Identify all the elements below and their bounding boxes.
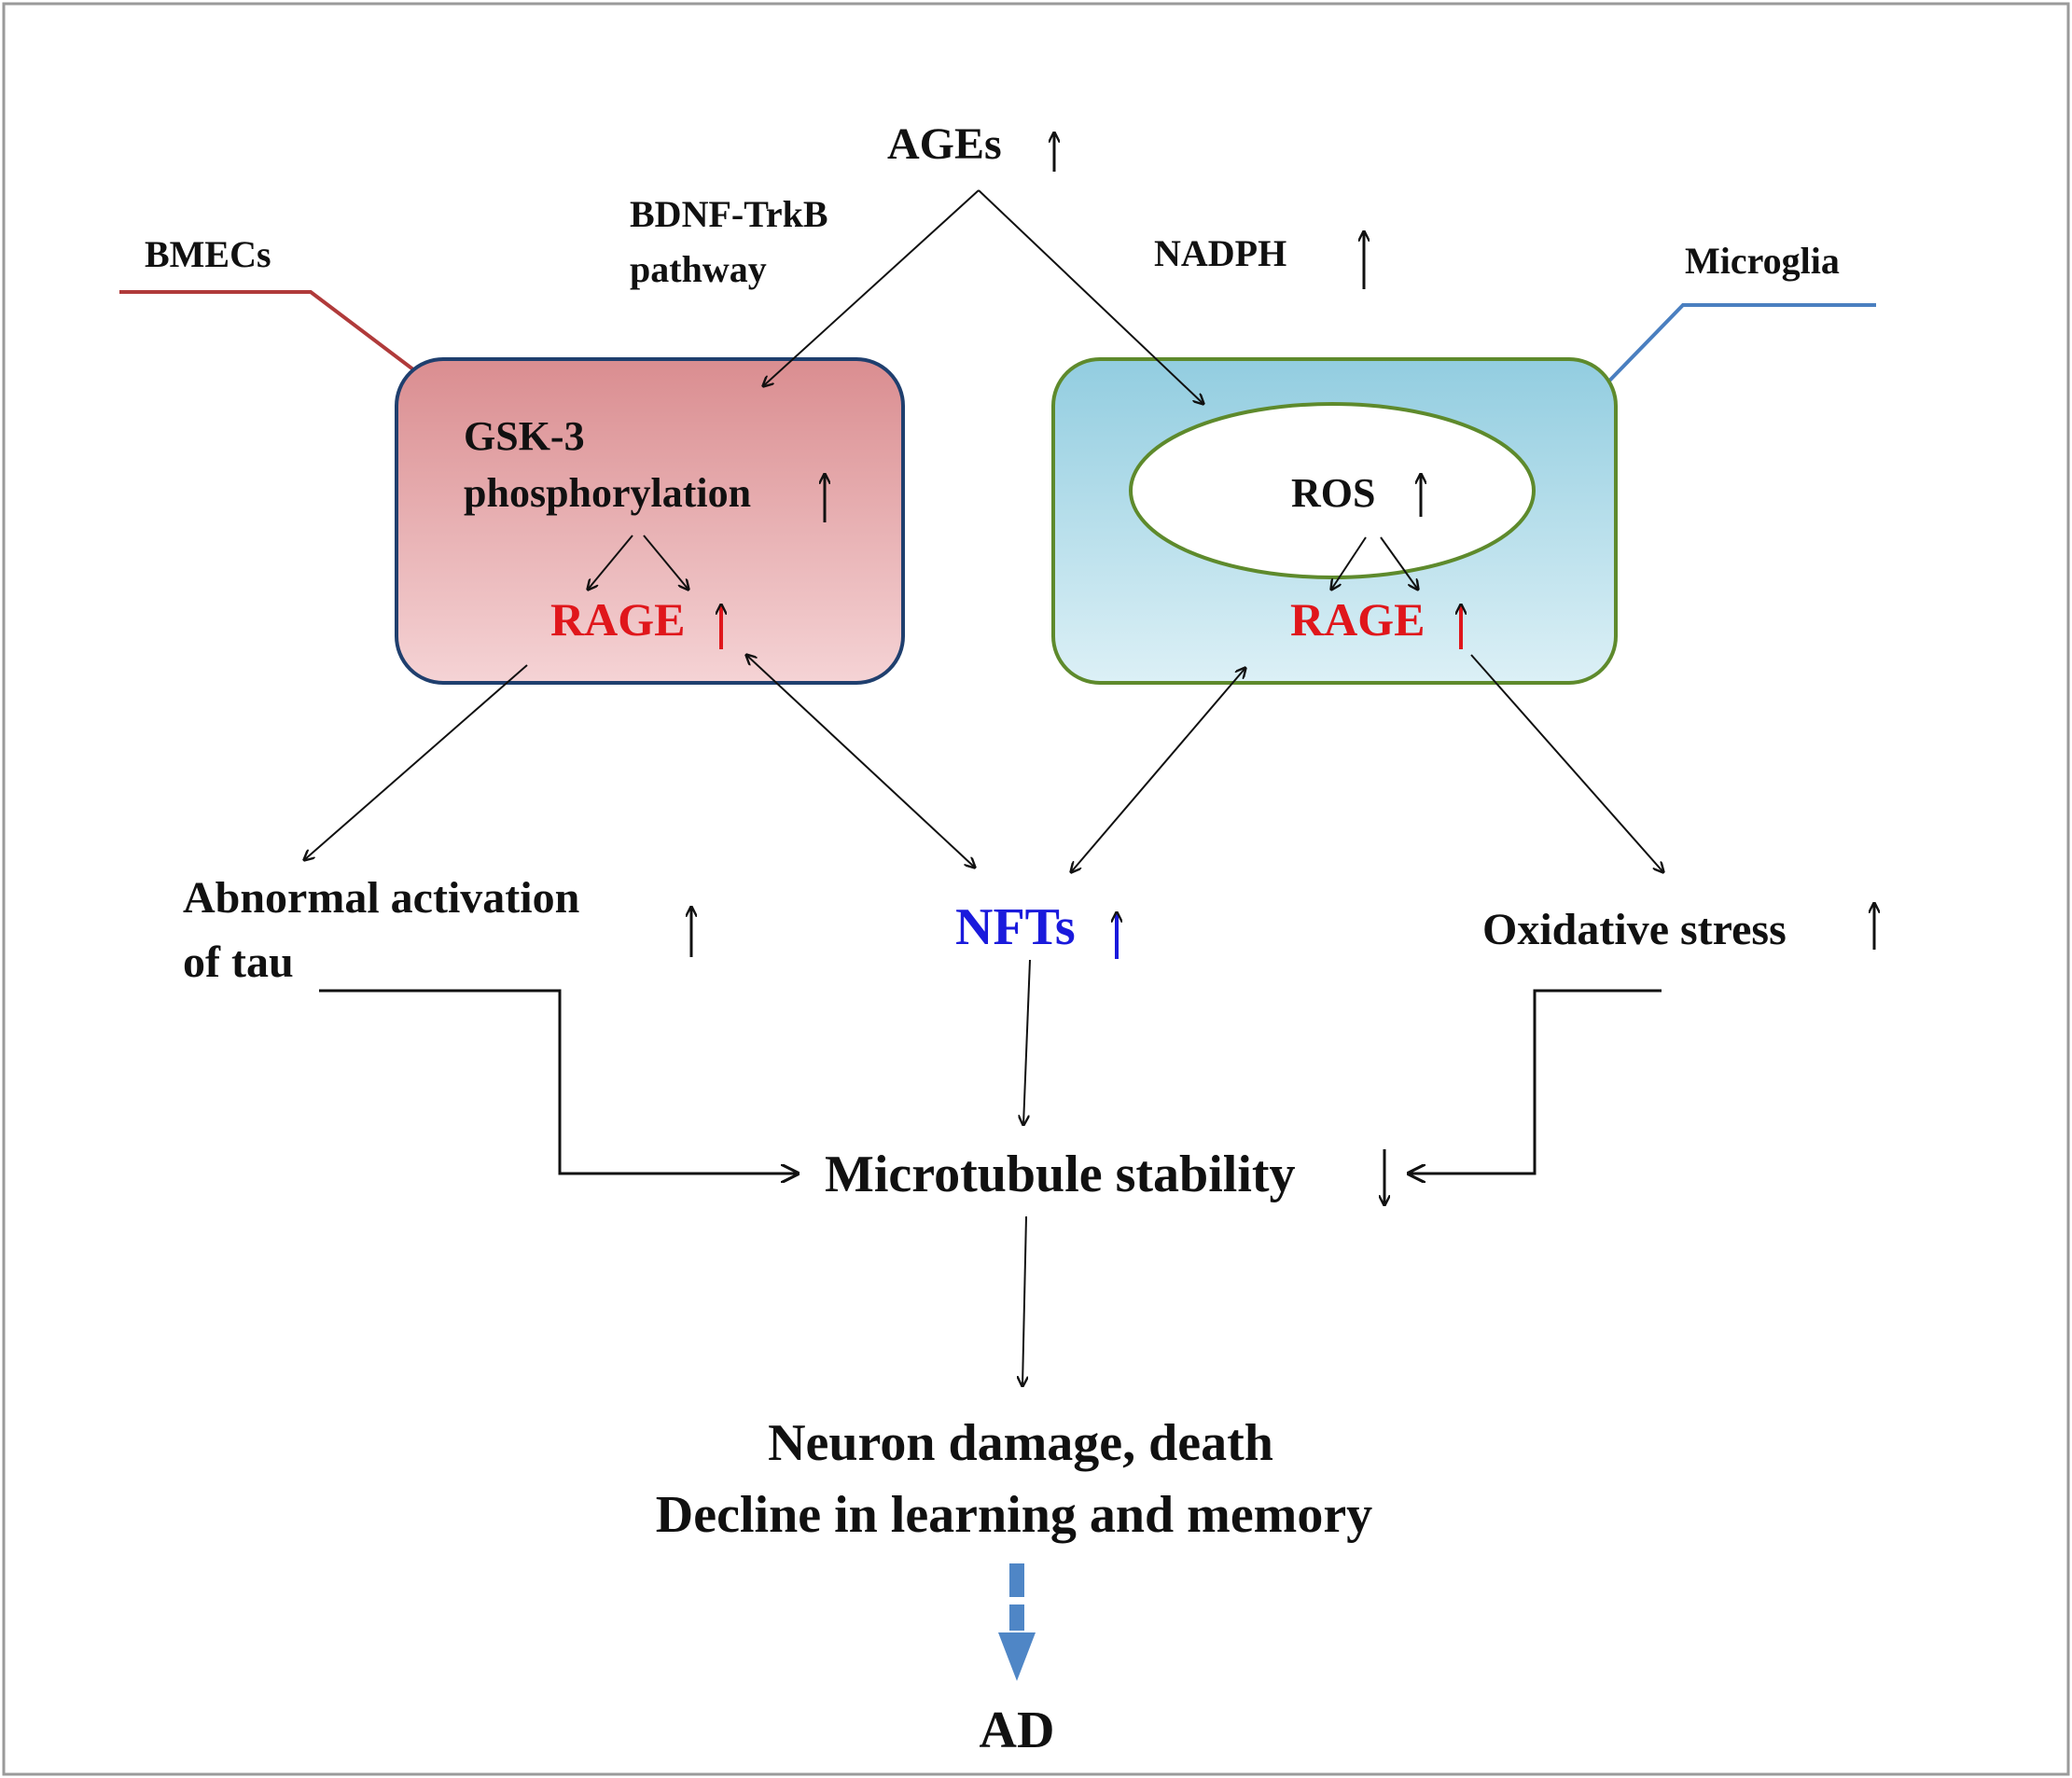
tau-label-line2: of tau [183,938,294,987]
ad-arrow-head [998,1632,1036,1681]
ad-arrow-dash-2 [1009,1604,1024,1631]
ad-label: AD [980,1702,1055,1759]
ros-ellipse [1129,402,1536,579]
microglia-callout-line [1584,303,1876,407]
bmecs-cell-box [395,357,905,685]
gsk-label-line1: GSK-3 [464,413,585,459]
rage-nfts-bidirectional-arrow-right [1071,668,1245,872]
microtubule-stability-label: Microtubule stability [825,1146,1296,1203]
ros-to-rage-arrow-right [1380,536,1418,590]
neuron-damage-label: Neuron damage, death [768,1414,1273,1472]
rage-to-oxidative-arrow [1470,654,1663,872]
microtubule-to-neuron-arrow [1022,1215,1026,1386]
gsk-to-rage-arrow-right [643,535,688,590]
ros-to-rage-arrow-left [1331,536,1367,590]
gsk-to-rage-arrow-left [588,535,633,590]
ages-to-microglia-arrow [978,189,1203,404]
microglia-label: Microglia [1685,240,1840,282]
ros-label: ROS [1291,470,1375,516]
learning-decline-label: Decline in learning and memory [656,1486,1372,1544]
bmecs-callout-line [119,290,438,389]
rage-nfts-bidirectional-arrow-left [746,655,975,868]
nfts-label: NFTs [955,898,1076,956]
ages-label: AGEs [887,119,1002,169]
ad-arrow-dash-1 [1009,1563,1024,1597]
bmecs-label: BMECs [145,233,271,275]
oxidative-to-microtubule-connector [1409,989,1662,1174]
rage-right-label: RAGE [1290,593,1425,646]
tau-label-line1: Abnormal activation [183,873,579,923]
rage-left-label: RAGE [550,593,685,646]
nfts-to-microtubule-arrow [1023,959,1031,1125]
gsk-label-line2: phosphorylation [464,470,751,516]
nadph-label: NADPH [1154,232,1286,274]
ages-to-bmecs-arrow [763,189,980,386]
bdnf-label-line2: pathway [630,248,767,290]
bdnf-label-line1: BDNF-TrkB [630,193,828,235]
oxidative-stress-label: Oxidative stress [1482,905,1787,954]
tau-to-microtubule-connector [319,989,798,1174]
rage-to-tau-arrow [304,664,528,860]
